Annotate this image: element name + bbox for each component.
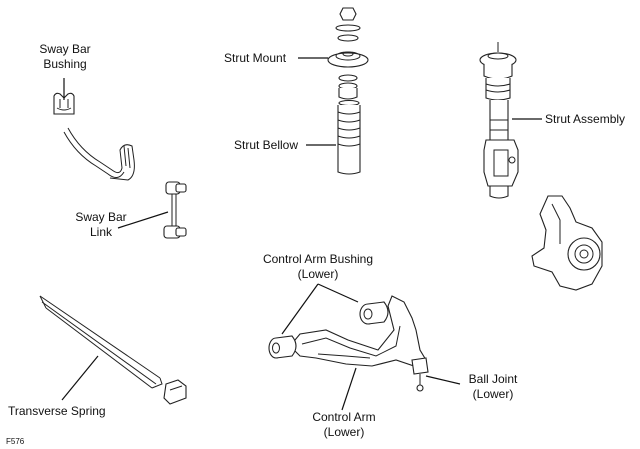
ball-joint-label: Ball Joint (Lower) xyxy=(460,372,526,402)
strut-mount-part xyxy=(327,7,369,100)
ball-joint-label-line2: (Lower) xyxy=(472,387,514,401)
sway-bar-bushing-label-line1: Sway Bar xyxy=(39,42,91,56)
strut-assembly-part xyxy=(479,42,519,199)
ball-joint-label-line1: Ball Joint xyxy=(468,372,518,386)
transverse-spring-label: Transverse Spring xyxy=(8,404,106,418)
strut-bellow-part xyxy=(337,99,361,175)
strut-assembly-label: Strut Assembly xyxy=(545,112,626,126)
control-arm-bushing-left-part xyxy=(268,335,297,359)
sway-bar-link-label: Sway Bar Link xyxy=(66,210,136,240)
control-arm-bushing-label: Control Arm Bushing (Lower) xyxy=(250,252,386,282)
ball-joint-part xyxy=(411,357,429,392)
control-arm-part xyxy=(289,295,427,367)
control-arm-label: Control Arm (Lower) xyxy=(302,410,386,440)
figure-code: F576 xyxy=(6,437,25,446)
control-arm-bushing-right-part xyxy=(359,301,389,325)
sway-bar-part xyxy=(63,127,135,181)
leader-control-arm-bushing-left xyxy=(281,283,319,335)
leader-ball-joint xyxy=(425,375,461,385)
control-arm-bushing-label-line2: (Lower) xyxy=(297,267,339,281)
leader-sway-bar-link xyxy=(117,211,169,229)
sway-bar-link-label-line2: Link xyxy=(89,225,112,239)
sway-bar-link-part xyxy=(163,181,187,239)
leader-transverse-spring xyxy=(61,355,99,401)
transverse-spring-part xyxy=(39,295,187,405)
leader-control-arm xyxy=(341,367,357,411)
sway-bar-bushing-label-line2: Bushing xyxy=(43,57,87,71)
strut-mount-label: Strut Mount xyxy=(224,51,287,65)
control-arm-label-line1: Control Arm xyxy=(312,410,376,424)
sway-bar-bushing-label: Sway Bar Bushing xyxy=(30,42,100,72)
control-arm-bushing-label-line1: Control Arm Bushing xyxy=(262,252,374,266)
leader-control-arm-bushing-right xyxy=(317,283,359,303)
control-arm-label-line2: (Lower) xyxy=(323,425,365,439)
strut-bellow-label: Strut Bellow xyxy=(234,138,299,152)
steering-knuckle-part xyxy=(531,195,603,291)
sway-bar-bushing-part xyxy=(53,92,75,115)
sway-bar-link-label-line1: Sway Bar xyxy=(75,210,127,224)
